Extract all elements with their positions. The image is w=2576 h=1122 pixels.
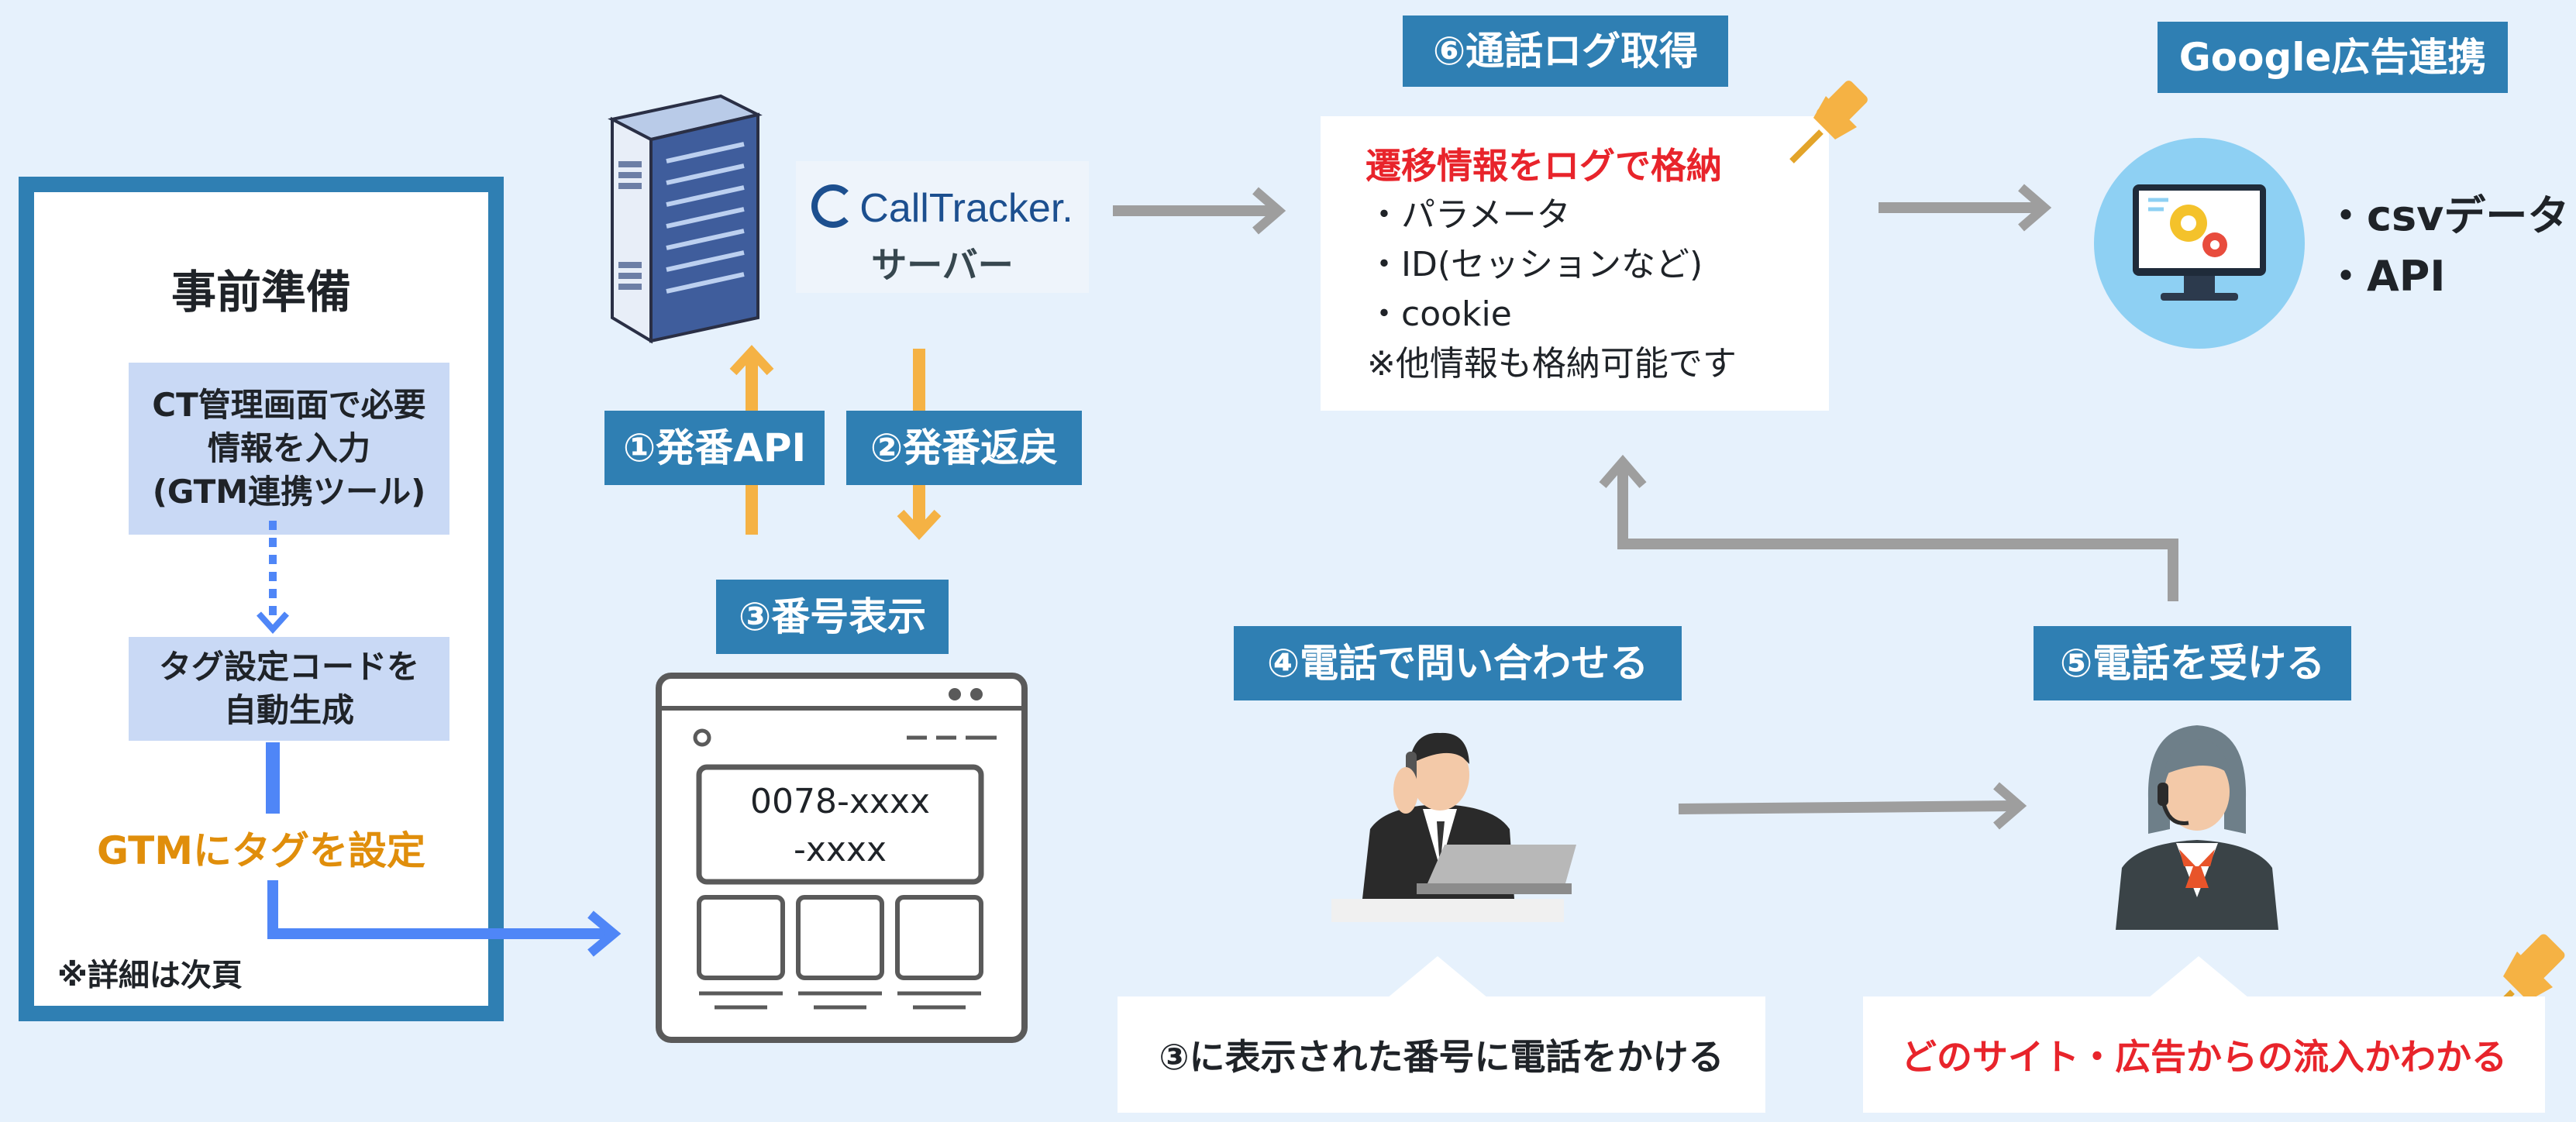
prep-step-input-info: CT管理画面で必要 情報を入力 (GTM連携ツール) (129, 363, 449, 535)
displayed-phone-number: 0078-xxxx -xxxx (699, 778, 981, 874)
prep-step-input-line: (GTM連携ツール) (152, 473, 426, 511)
step-4-label: ④電話で問い合わせる (1234, 626, 1682, 700)
calltracker-server-box: CallTracker. サーバー (796, 161, 1089, 293)
preparation-panel-body: 事前準備 CT管理画面で必要 情報を入力 (GTM連携ツール) タグ設定コードを… (34, 192, 488, 1006)
calltracker-server-label: サーバー (871, 244, 1014, 286)
google-integration-list: ・csvデータ ・API (2325, 186, 2569, 307)
prep-step-gtm-tag: GTMにタグを設定 (96, 828, 426, 873)
prep-step-generate-line: タグ設定コードを (158, 648, 419, 686)
prep-step-input-line: 情報を入力 (207, 429, 370, 467)
gray-arrowhead (1993, 782, 2027, 830)
orange-down-arrowhead (897, 509, 942, 540)
calltracker-logo: CallTracker. (796, 184, 1089, 232)
prep-step-generate-code: タグ設定コードを 自動生成 (129, 637, 449, 741)
phone-number-line: 0078-xxxx (749, 782, 930, 821)
calltracker-logo-icon (811, 184, 856, 228)
operator-callout-text: どのサイト・広告からの流入かわかる (1901, 1036, 2507, 1078)
prep-note: ※詳細は次頁 (57, 958, 243, 993)
gray-arrowhead (2018, 184, 2052, 232)
monitor-settings-icon (2094, 138, 2305, 349)
log-item: ※他情報も格納可能です (1367, 344, 1737, 384)
log-item: ・ID(セッションなど) (1367, 245, 1703, 284)
preparation-panel: 事前準備 CT管理画面で必要 情報を入力 (GTM連携ツール) タグ設定コードを… (19, 177, 504, 1021)
call-log-box: 遷移情報をログで格納 ・パラメータ ・ID(セッションなど) ・cookie ※… (1321, 116, 1829, 411)
gray-arrowhead (1599, 454, 1647, 488)
google-ads-label: Google広告連携 (2158, 22, 2508, 93)
blue-flow-arrowhead (587, 910, 622, 957)
google-integration-item: ・API (2325, 252, 2446, 301)
log-item: ・cookie (1367, 294, 1512, 334)
blue-flow-arrow (267, 880, 612, 939)
operator-headset-icon (2116, 725, 2278, 930)
gray-arrow-operator-to-log (1617, 465, 2178, 601)
caller-callout-pointer (1387, 956, 1488, 998)
step-2-label: ②発番返戻 (846, 411, 1082, 485)
caller-businessman-icon (1331, 732, 1576, 922)
step-3-label: ③番号表示 (716, 580, 949, 654)
orange-up-arrowhead (729, 345, 774, 376)
caller-callout-text: ③に表示された番号に電話をかける (1159, 1036, 1724, 1078)
gray-arrow-caller-to-operator (1678, 800, 2016, 814)
log-item: ・パラメータ (1367, 195, 1571, 235)
gray-arrowhead (1252, 187, 1286, 235)
calltracker-logo-text: CallTracker. (859, 186, 1073, 231)
dotted-flow-arrowhead (257, 611, 289, 634)
log-heading: 遷移情報をログで格納 (1365, 145, 1722, 187)
operator-callout: どのサイト・広告からの流入かわかる (1863, 996, 2545, 1113)
step-1-label: ①発番API (604, 411, 825, 485)
preparation-title: 事前準備 (170, 266, 351, 318)
browser-frame-icon (656, 673, 1028, 1043)
browser-window: 0078-xxxx -xxxx (656, 673, 1028, 1043)
step-5-label: ⑤電話を受ける (2034, 626, 2351, 700)
prep-step-input-line: CT管理画面で必要 (152, 386, 426, 424)
server-tower-icon (608, 94, 763, 344)
caller-callout: ③に表示された番号に電話をかける (1118, 996, 1765, 1113)
phone-number-line: -xxxx (793, 830, 887, 869)
step-6-label: ⑥通話ログ取得 (1403, 15, 1728, 87)
operator-callout-pointer (2148, 956, 2249, 998)
prep-step-generate-line: 自動生成 (223, 691, 354, 729)
google-integration-item: ・csvデータ (2325, 191, 2570, 240)
pushpin-icon (1789, 81, 1868, 163)
